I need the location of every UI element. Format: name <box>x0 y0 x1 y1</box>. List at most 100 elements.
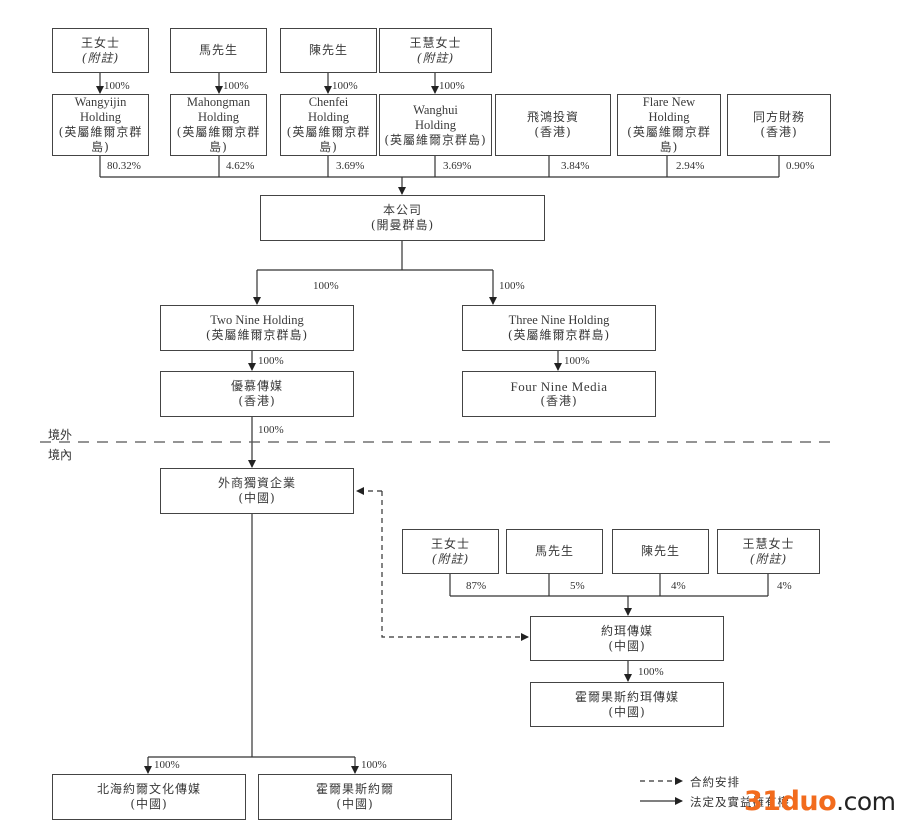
entity-jurisdiction: (英屬維爾京群島) <box>205 328 309 342</box>
holding-jurisdiction: (英屬維爾京群島) <box>58 125 143 154</box>
holding-box-flare-new: Flare New Holding (英屬維爾京群島) <box>617 94 721 156</box>
pct-horgos-yueer: 100% <box>361 759 387 771</box>
holding-name: 飛鴻投資 <box>526 110 579 124</box>
entity-jurisdiction: (中國) <box>608 704 646 719</box>
holding-jurisdiction: (英屬維爾京群島) <box>627 125 711 154</box>
four-nine-media-box: Four Nine Media (香港) <box>462 371 656 417</box>
opco-shareholder-wang: 王女士 (附註) <box>402 529 499 574</box>
shareholder-name: 王女士 <box>430 536 470 551</box>
watermark-domain: .com <box>836 787 896 816</box>
pct-opco-wanghui: 4% <box>777 580 792 592</box>
shareholder-note: (附註) <box>81 50 120 65</box>
pct-label: 100% <box>439 80 465 92</box>
shareholder-name: 馬先生 <box>198 43 238 57</box>
entity-name: 霍爾果斯約珥傳媒 <box>574 689 679 704</box>
entity-jurisdiction: (中國) <box>130 797 168 811</box>
holding-jurisdiction: (英屬維爾京群島) <box>176 125 261 154</box>
shareholder-note: (附註) <box>431 551 470 566</box>
shareholder-box-wanghui: 王慧女士 (附註) <box>379 28 492 73</box>
holding-jurisdiction: (英屬維爾京群島) <box>384 132 487 147</box>
entity-name: Two Nine Holding <box>210 313 304 327</box>
two-nine-holding-box: Two Nine Holding (英屬維爾京群島) <box>160 305 354 351</box>
pct-beihai: 100% <box>154 759 180 771</box>
pct-mahongman: 4.62% <box>226 160 255 172</box>
entity-name: 約珥傳媒 <box>600 623 653 638</box>
holding-box-chenfei: Chenfei Holding (英屬維爾京群島) <box>280 94 377 156</box>
entity-name: 優慕傳媒 <box>230 379 283 393</box>
shareholder-box-ma: 馬先生 <box>170 28 267 73</box>
pct-chenfei: 3.69% <box>336 160 365 172</box>
pct-youmu: 100% <box>258 355 284 367</box>
entity-jurisdiction: (中國) <box>336 797 374 811</box>
opco-shareholder-ma: 馬先生 <box>506 529 603 574</box>
holding-name: Wangyijin <box>74 95 127 109</box>
pct-opco-sub: 100% <box>638 666 664 678</box>
pct-opco-chen: 4% <box>671 580 686 592</box>
youmu-media-box: 優慕傳媒 (香港) <box>160 371 354 417</box>
holding-box-tongfang: 同方財務 (香港) <box>727 94 831 156</box>
entity-jurisdiction: (香港) <box>238 394 276 408</box>
shareholder-name: 王女士 <box>80 35 120 50</box>
legend-ownership-label: 法定及實益擁有權 <box>690 795 790 809</box>
entity-name: 外商獨資企業 <box>217 476 296 490</box>
entity-jurisdiction: (中國) <box>608 638 646 653</box>
opco-shareholder-wanghui: 王慧女士 (附註) <box>717 529 820 574</box>
holding-name-2: Holding <box>415 117 456 132</box>
holding-name-2: Holding <box>308 110 349 124</box>
shareholder-note: (附註) <box>749 551 788 566</box>
pct-tongfang: 0.90% <box>786 160 815 172</box>
pct-wanghui: 3.69% <box>443 160 472 172</box>
pct-label: 100% <box>223 80 249 92</box>
entity-name: Four Nine Media <box>510 379 608 394</box>
entity-name: 霍爾果斯約爾 <box>315 782 394 796</box>
company-name: 本公司 <box>382 203 422 217</box>
pct-label: 100% <box>104 80 130 92</box>
opco-sub-box: 霍爾果斯約珥傳媒 (中國) <box>530 682 724 727</box>
opco-shareholder-chen: 陳先生 <box>612 529 709 574</box>
holding-box-wangyijin: Wangyijin Holding (英屬維爾京群島) <box>52 94 149 156</box>
pct-four-nine: 100% <box>564 355 590 367</box>
shareholder-name: 王慧女士 <box>742 536 795 551</box>
shareholder-name: 馬先生 <box>534 544 574 558</box>
pct-opco-ma: 5% <box>570 580 585 592</box>
pct-wangyijin: 80.32% <box>107 160 141 172</box>
shareholder-name: 陳先生 <box>308 43 348 57</box>
holding-name: Flare New <box>642 95 696 109</box>
region-onshore-label: 境內 <box>48 448 73 462</box>
holding-box-mahongman: Mahongman Holding (英屬維爾京群島) <box>170 94 267 156</box>
entity-name: 北海約爾文化傳媒 <box>96 782 201 796</box>
pct-label: 100% <box>332 80 358 92</box>
holding-name: Wanghui <box>413 102 458 117</box>
holding-name-2: Holding <box>198 110 239 124</box>
contractual-arrangement-line <box>381 491 529 641</box>
holding-name: Chenfei <box>308 95 349 109</box>
holding-name: Mahongman <box>186 95 251 109</box>
three-nine-holding-box: Three Nine Holding (英屬維爾京群島) <box>462 305 656 351</box>
company-jurisdiction: (開曼群島) <box>370 218 435 232</box>
opco-box: 約珥傳媒 (中國) <box>530 616 724 661</box>
region-offshore-label: 境外 <box>48 428 73 442</box>
holding-jurisdiction: (香港) <box>534 125 572 139</box>
shareholder-name: 王慧女士 <box>409 35 462 50</box>
shareholder-box-chen: 陳先生 <box>280 28 377 73</box>
wfoe-box: 外商獨資企業 (中國) <box>160 468 354 514</box>
pct-flare-new: 2.94% <box>676 160 705 172</box>
holding-box-wanghui: Wanghui Holding (英屬維爾京群島) <box>379 94 492 156</box>
entity-jurisdiction: (香港) <box>540 394 578 408</box>
holding-jurisdiction: (香港) <box>760 125 798 139</box>
pct-three-nine: 100% <box>499 280 525 292</box>
shareholder-name: 陳先生 <box>640 544 680 558</box>
holding-name-2: Holding <box>648 110 690 124</box>
entity-jurisdiction: (中國) <box>238 491 276 505</box>
shareholder-note: (附註) <box>416 50 455 65</box>
holding-box-feihong: 飛鴻投資 (香港) <box>495 94 611 156</box>
watermark-logo: 31duo.com <box>744 786 896 817</box>
pct-opco-wang: 87% <box>466 580 487 592</box>
holding-jurisdiction: (英屬維爾京群島) <box>286 125 371 154</box>
watermark-text: 31duo <box>744 786 837 817</box>
legend-contractual-label: 合約安排 <box>690 775 740 789</box>
entity-jurisdiction: (英屬維爾京群島) <box>507 328 611 342</box>
horgos-yueer-box: 霍爾果斯約爾 (中國) <box>258 774 452 820</box>
pct-wfoe: 100% <box>258 424 284 436</box>
